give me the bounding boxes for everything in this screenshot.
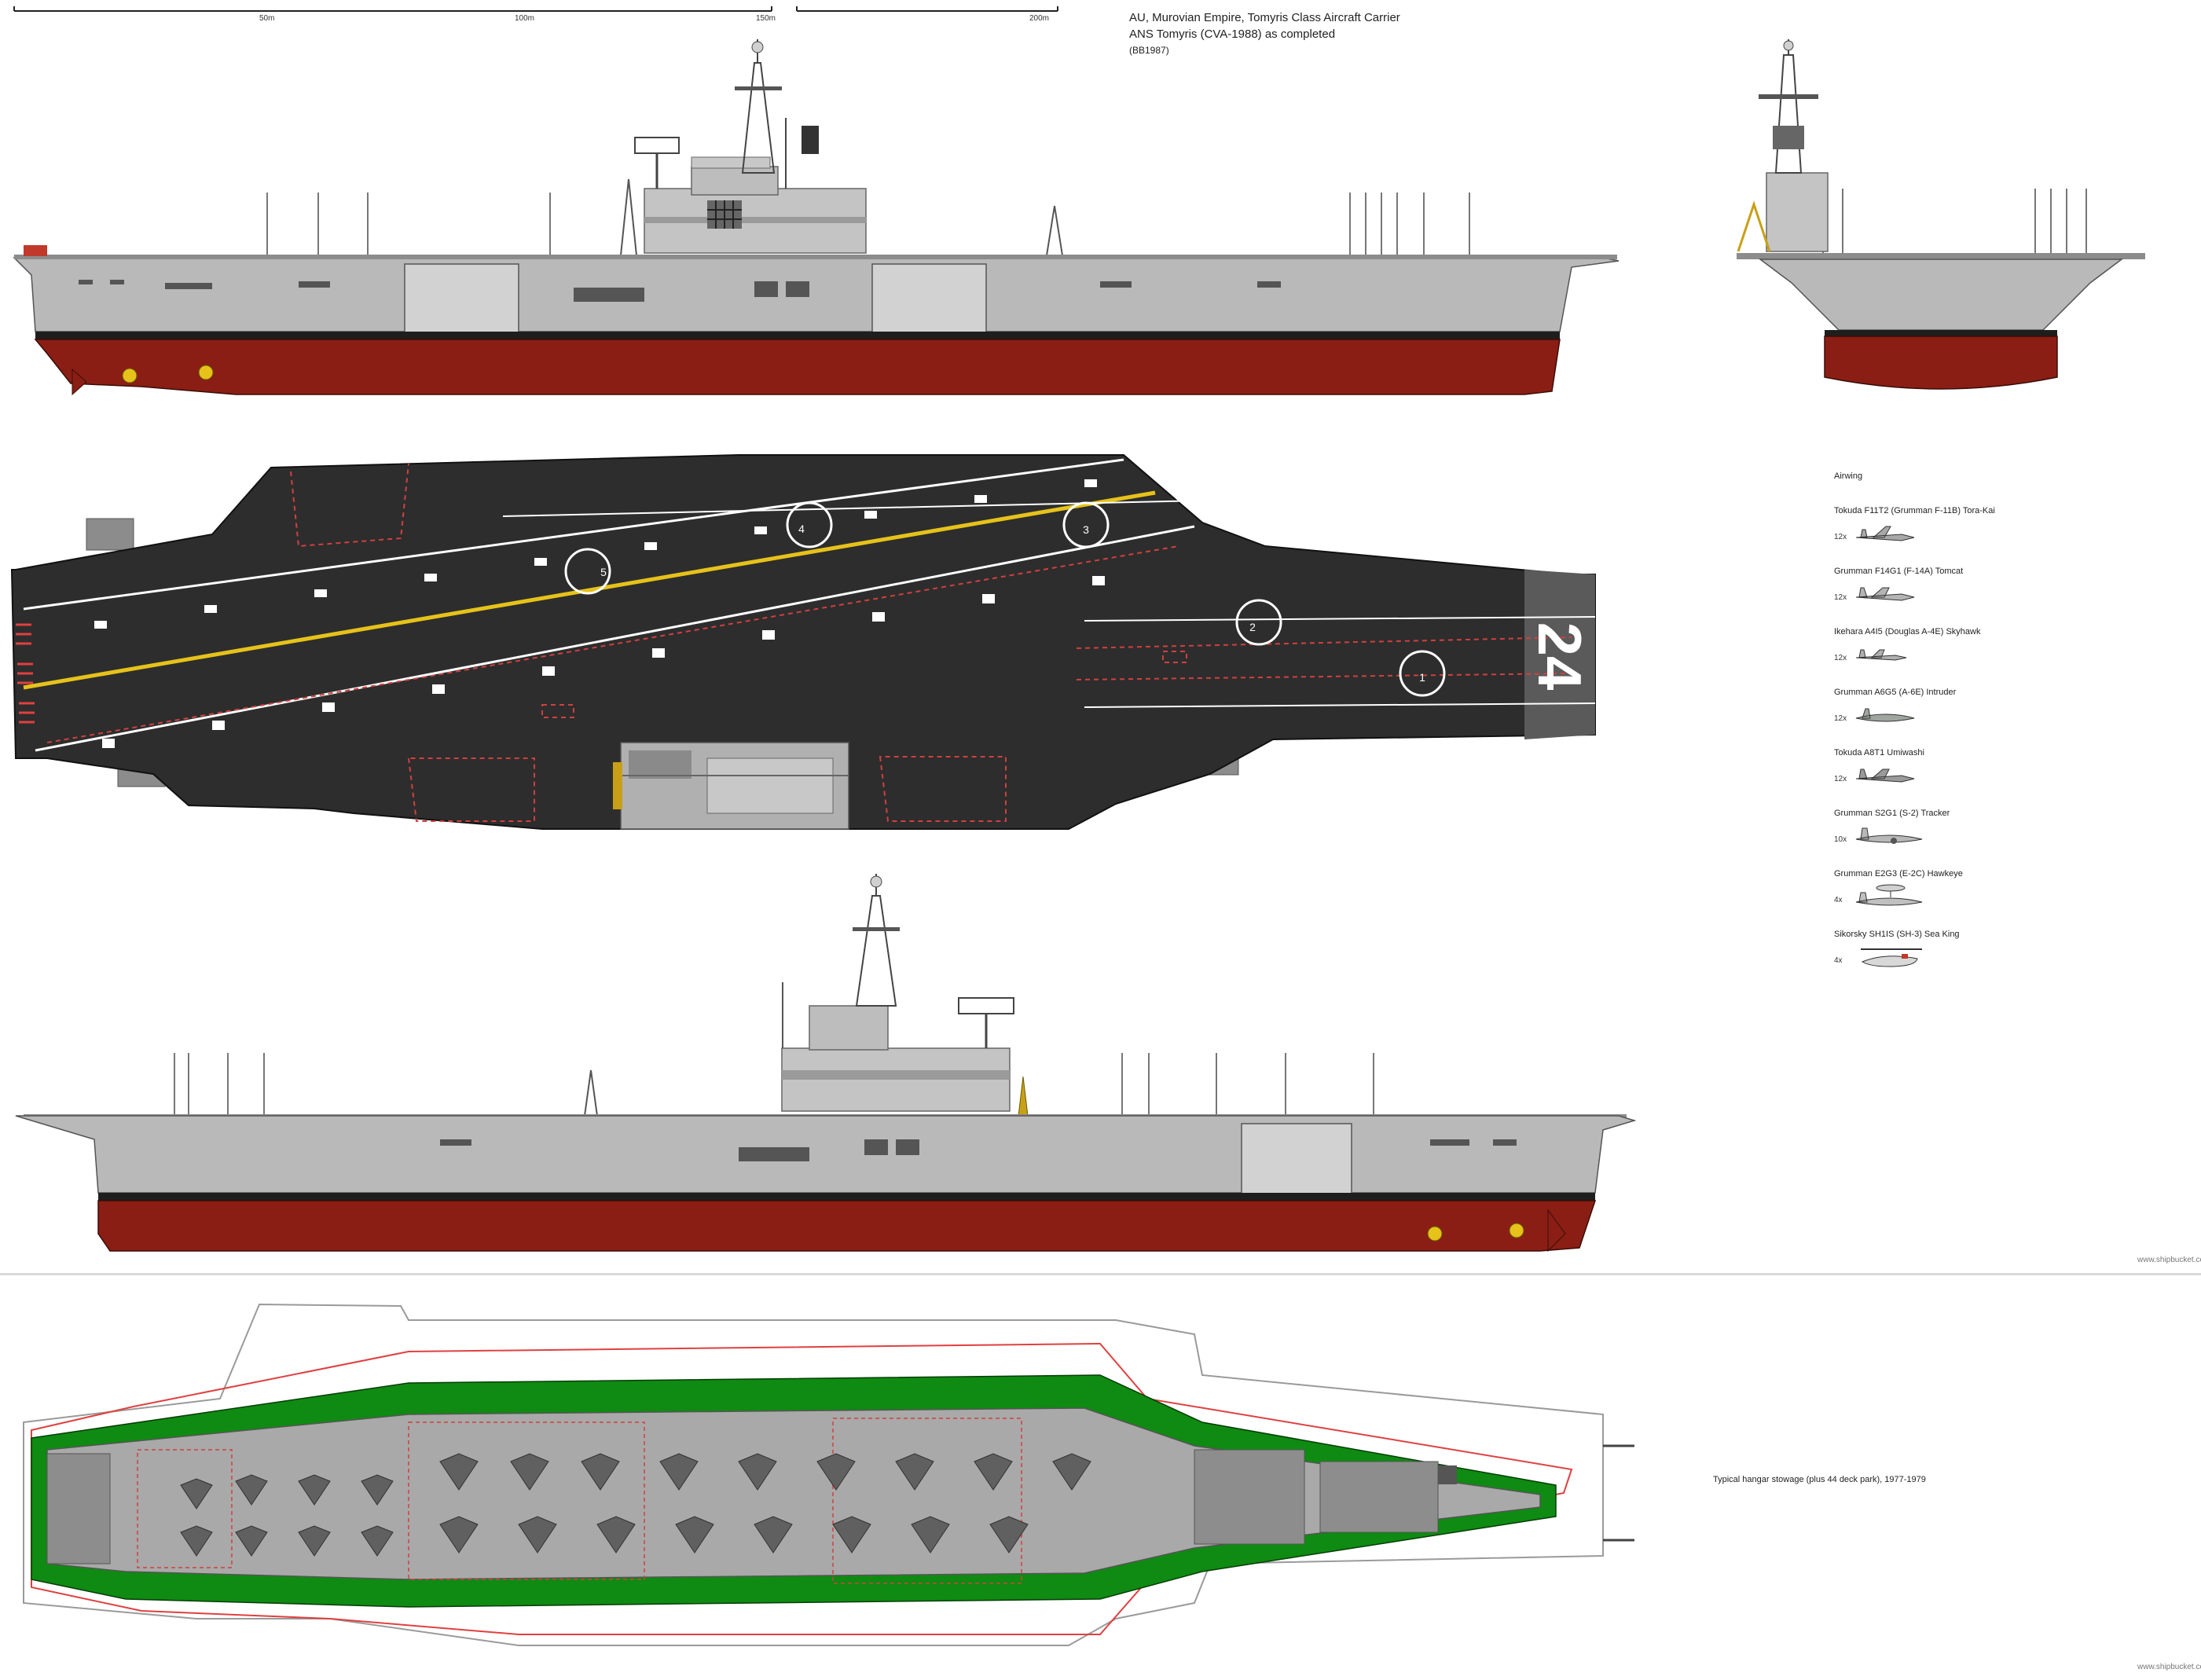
hull-upper (13, 257, 1620, 332)
airwing-aircraft-name: Tokuda A8T1 Umiwashi (1834, 748, 1924, 757)
light-attack-jet-icon (1855, 649, 1907, 661)
scale-label-150m: 150m (756, 14, 776, 23)
svg-text:5: 5 (600, 566, 607, 578)
attack-jet-icon (1855, 768, 1915, 783)
airwing-aircraft-name: Grumman E2G3 (E-2C) Hawkeye (1834, 869, 1963, 879)
awacs-aircraft-icon (1855, 884, 1923, 906)
airwing-aircraft-count: 12x (1834, 714, 1847, 723)
scale-label-200m: 200m (1029, 14, 1050, 23)
hangar-caption: Typical hangar stowage (plus 44 deck par… (1713, 1475, 1926, 1484)
flight-deck-plan: 5 4 3 2 1 24 (10, 454, 1596, 830)
airwing-aircraft-count: 12x (1834, 775, 1847, 783)
section-divider (0, 1273, 2201, 1275)
scale-label-50m: 50m (259, 14, 275, 23)
antifouling-hull (34, 339, 1561, 395)
centerline-yellow (23, 490, 1156, 690)
airwing-aircraft-count: 12x (1834, 593, 1847, 602)
propeller-2 (198, 365, 214, 380)
airwing-aircraft-count: 4x (1834, 956, 1843, 965)
airwing-aircraft-name: Grumman A6G5 (A-6E) Intruder (1834, 688, 1957, 697)
fighter-jet-icon (1855, 526, 1915, 541)
scale-bar (13, 6, 1058, 12)
elevator-opening-fwd (871, 263, 987, 336)
runway-dashes (94, 479, 1105, 748)
watermark-lower: www.shipbucket.com (2137, 1663, 2201, 1671)
airwing-aircraft-count: 10x (1834, 835, 1847, 844)
starboard-profile (13, 39, 1620, 396)
title-line-2: ANS Tomyris (CVA-1988) as completed (1129, 28, 1336, 41)
airwing-aircraft-count: 4x (1834, 896, 1843, 904)
twin-prop-aircraft-icon (1855, 827, 1923, 844)
svg-text:4: 4 (798, 523, 805, 535)
airwing-aircraft-name: Ikehara A4I5 (Douglas A-4E) Skyhawk (1834, 627, 1981, 636)
boot-topping (35, 332, 1560, 339)
svg-text:1: 1 (1419, 671, 1425, 684)
boat-bay (574, 288, 644, 302)
title-line-1: AU, Murovian Empire, Tomyris Class Aircr… (1129, 11, 1400, 24)
scale-label-100m: 100m (515, 14, 535, 23)
airwing-heading: Airwing (1834, 471, 1863, 481)
swing-wing-fighter-icon (1855, 587, 1915, 601)
attack-jet-icon (1855, 708, 1915, 722)
svg-text:2: 2 (1249, 621, 1256, 633)
lattice-mast-aft (619, 178, 638, 256)
airwing-aircraft-name: Grumman S2G1 (S-2) Tracker (1834, 809, 1950, 818)
island (634, 39, 867, 254)
lattice-mast-fwd (1045, 205, 1064, 256)
airwing-aircraft-name: Sikorsky SH1IS (SH-3) Sea King (1834, 930, 1960, 939)
drawing-title: AU, Murovian Empire, Tomyris Class Aircr… (1129, 9, 1400, 59)
bow-view (1737, 39, 2145, 390)
watermark-upper: www.shipbucket.com (2137, 1256, 2201, 1264)
deck-edge-masts (266, 193, 1470, 255)
airwing-aircraft-count: 12x (1834, 533, 1847, 541)
port-profile (15, 874, 1637, 1253)
svg-text:3: 3 (1083, 523, 1089, 536)
elevator-opening-aft (404, 263, 519, 336)
helicopter-icon (1861, 948, 1922, 967)
propeller-1 (122, 368, 138, 383)
deck-hull-number: 24 (1525, 622, 1594, 691)
airwing-aircraft-name: Tokuda F11T2 (Grumman F-11B) Tora-Kai (1834, 506, 1995, 515)
stern-rounddown (16, 623, 35, 724)
title-line-3: (BB1987) (1129, 45, 1169, 56)
airwing-aircraft-count: 12x (1834, 654, 1847, 662)
airwing-aircraft-name: Grumman F14G1 (F-14A) Tomcat (1834, 567, 1964, 576)
deck-outline (10, 454, 1596, 830)
hangar-plan (23, 1303, 1634, 1646)
